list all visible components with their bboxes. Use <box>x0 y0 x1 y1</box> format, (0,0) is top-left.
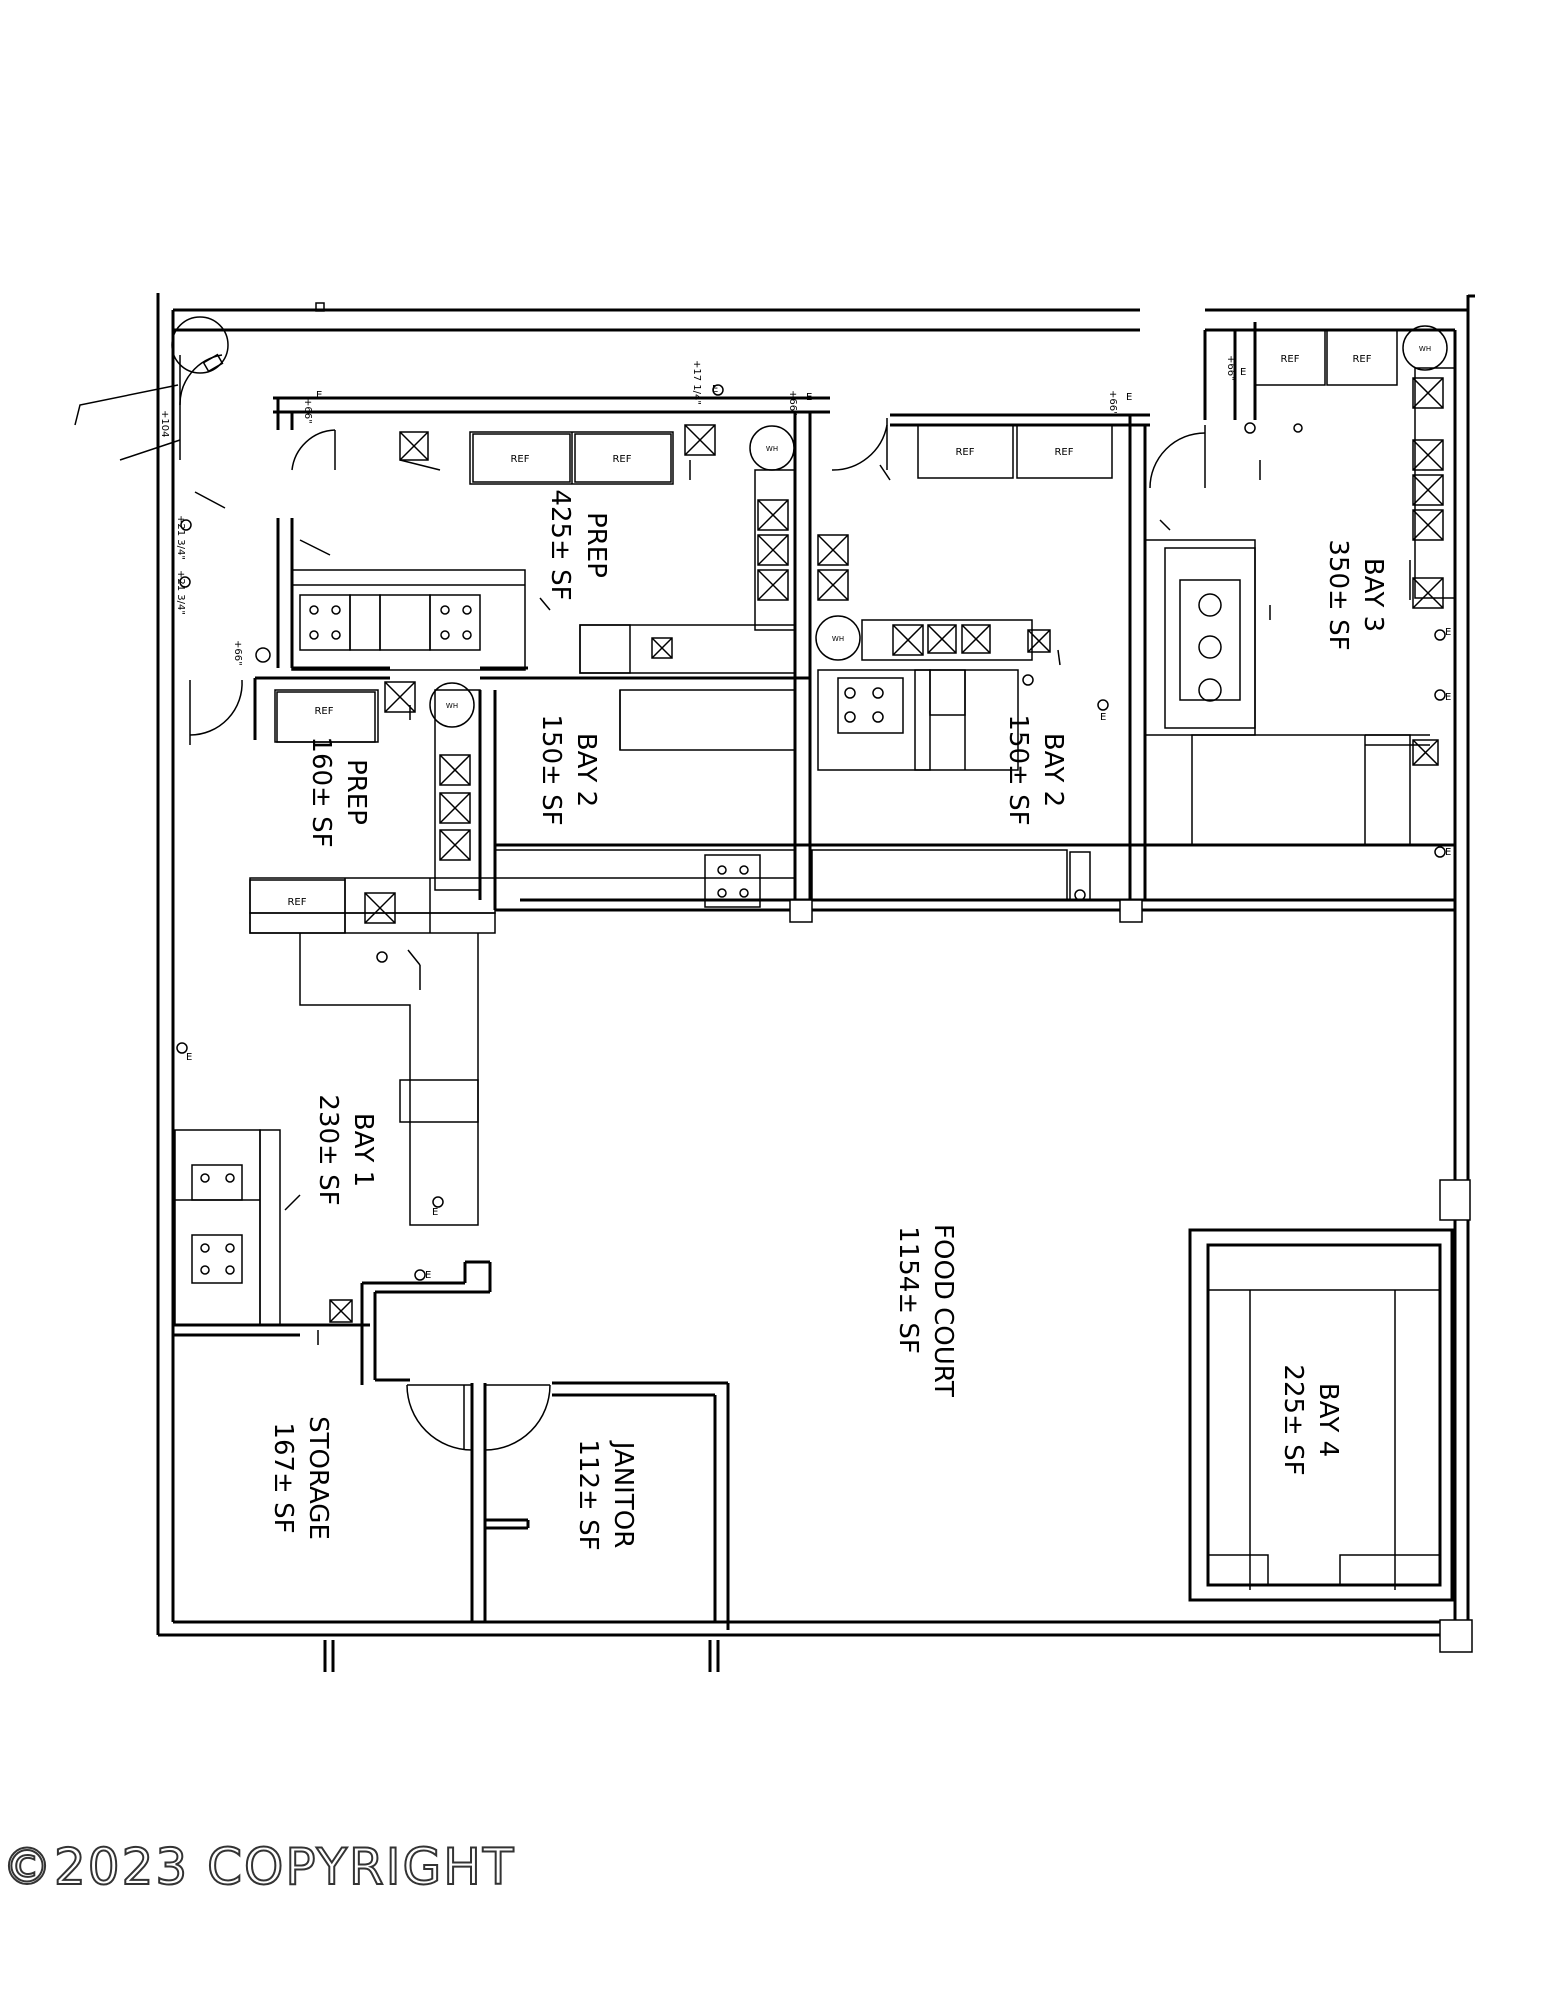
height-mark: +66" <box>1107 390 1118 416</box>
room-area-janitor: 112± SF <box>573 1439 603 1550</box>
outlet-mark: E <box>432 1207 438 1218</box>
outlet-mark: E <box>425 1270 431 1281</box>
annotation-leaders <box>74 384 1411 1345</box>
ref-label: REF <box>510 454 529 465</box>
sink-fixture <box>757 499 789 531</box>
sink-fixture <box>1412 474 1444 506</box>
outlet-mark: E <box>316 390 322 401</box>
sink-fixture <box>817 534 849 566</box>
height-mark: +104 <box>159 410 170 437</box>
height-mark: +66" <box>787 390 798 416</box>
outer-walls <box>156 293 1475 1672</box>
outlet-mark: E <box>1445 847 1451 858</box>
cooktops <box>200 593 1222 1275</box>
room-area-bay1: 230± SF <box>313 1094 343 1205</box>
sink-fixture <box>651 637 673 659</box>
sink-fixture <box>1412 739 1439 766</box>
ref-label: REF <box>1352 354 1371 365</box>
ref-label: REF <box>314 706 333 717</box>
room-name-food-court-2: COURT <box>928 1307 958 1397</box>
electrical-marks: +66" E +17 1/4" E +66" E +66" E +66" E +… <box>159 355 1451 1281</box>
room-name-prep-small: PREP <box>341 759 371 825</box>
outlet-mark: E <box>1240 367 1246 378</box>
sink-fixture <box>961 624 991 654</box>
room-name-bay2-left: BAY 2 <box>571 733 601 807</box>
room-name-bay1: BAY 1 <box>348 1113 378 1187</box>
counters <box>174 367 1456 1326</box>
interior-walls <box>173 322 1473 1653</box>
outlet-mark: E <box>1126 392 1132 403</box>
outlet-mark: E <box>806 392 812 403</box>
room-area-food-court: 1154± SF <box>893 1226 923 1354</box>
ref-label: REF <box>612 454 631 465</box>
room-area-bay2-right: 150± SF <box>1003 714 1033 825</box>
room-area-bay4: 225± SF <box>1278 1364 1308 1475</box>
outlet-mark: E <box>1445 692 1451 703</box>
height-mark: +66" <box>302 398 313 424</box>
sinks <box>329 377 1444 1323</box>
height-mark: +66" <box>1225 355 1236 381</box>
room-area-storage: 167± SF <box>268 1422 298 1533</box>
height-mark: +17 1/4" <box>691 360 702 405</box>
room-area-bay2-left: 150± SF <box>536 714 566 825</box>
sink-fixture <box>927 624 957 654</box>
sink-fixture <box>1027 629 1051 653</box>
sink-fixture <box>329 1299 353 1323</box>
sink-fixture <box>1412 577 1444 609</box>
sink-fixture <box>892 624 924 656</box>
room-labels: PREP 425± SF PREP 160± SF BAY 2 150± SF … <box>268 489 1388 1550</box>
refrigerators: REF REF REF REF REF REF REF REF <box>249 329 1398 934</box>
sink-fixture <box>757 569 789 601</box>
sink-fixture <box>384 681 416 713</box>
sink-fixture <box>684 424 716 456</box>
room-name-bay2-right: BAY 2 <box>1038 733 1068 807</box>
sink-fixture <box>1412 509 1444 541</box>
wh-label: WH <box>1419 345 1431 353</box>
doors <box>171 316 1206 1451</box>
room-area-prep-large: 425± SF <box>545 489 575 600</box>
height-mark: +21 3/4" <box>175 570 186 615</box>
room-name-storage: STORAGE <box>303 1416 333 1540</box>
room-name-janitor: JANITOR <box>608 1440 638 1549</box>
sink-fixture <box>439 754 471 786</box>
ref-label: REF <box>1054 447 1073 458</box>
room-area-bay3: 350± SF <box>1323 539 1353 650</box>
sink-fixture <box>757 534 789 566</box>
outlet-mark: E <box>186 1052 192 1063</box>
outlet-mark: E <box>712 384 718 395</box>
ref-label: REF <box>1280 354 1299 365</box>
sink-fixture <box>1412 439 1444 471</box>
height-mark: +66" <box>232 640 243 666</box>
room-area-prep-small: 160± SF <box>306 736 336 847</box>
room-name-bay3: BAY 3 <box>1358 558 1388 632</box>
room-name-prep-large: PREP <box>581 512 611 578</box>
sink-fixture <box>439 792 471 824</box>
wh-label: WH <box>766 445 778 453</box>
ref-label: REF <box>287 897 306 908</box>
wh-label: WH <box>832 635 844 643</box>
sink-fixture <box>817 569 849 601</box>
sink-fixture <box>399 431 429 461</box>
sink-fixture <box>1412 377 1444 409</box>
sink-fixture <box>439 829 471 861</box>
copyright-watermark: ©2023 COPYRIGHT <box>1 1837 516 1897</box>
outlet-mark: E <box>1445 627 1451 638</box>
room-name-bay4: BAY 4 <box>1313 1383 1343 1457</box>
room-name-food-court: FOOD <box>928 1224 958 1300</box>
water-heaters: WH WH WH WH <box>429 325 1448 728</box>
wh-label: WH <box>446 702 458 710</box>
outlet-mark: E <box>1100 712 1106 723</box>
height-mark: +21 3/4" <box>175 515 186 560</box>
ref-label: REF <box>955 447 974 458</box>
sink-fixture <box>364 892 396 924</box>
